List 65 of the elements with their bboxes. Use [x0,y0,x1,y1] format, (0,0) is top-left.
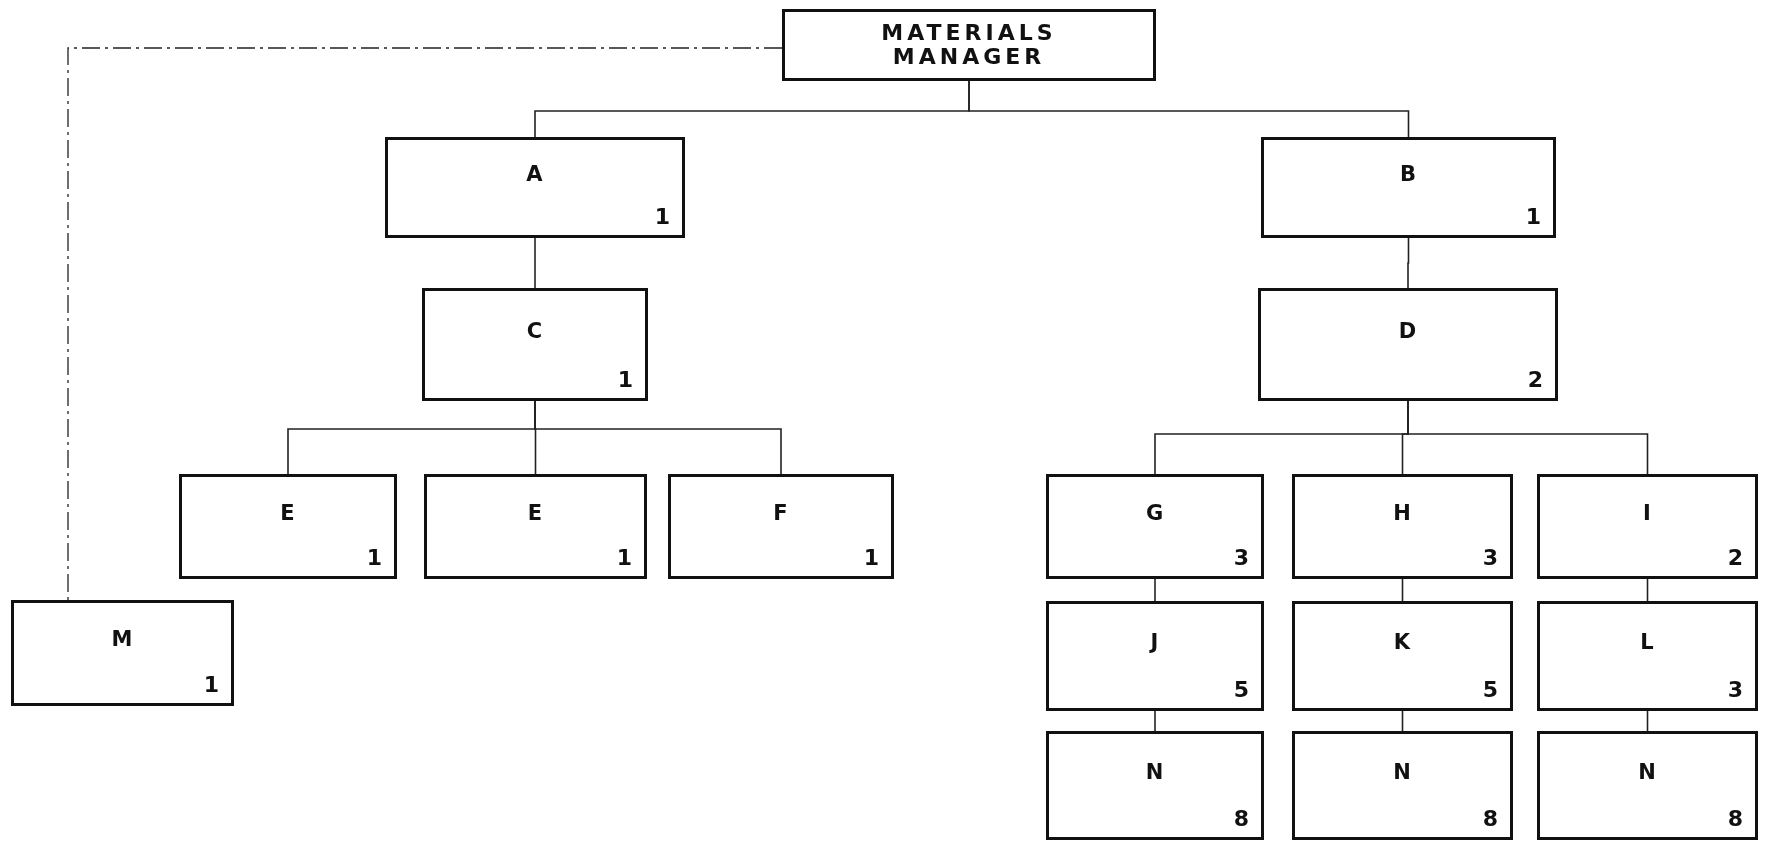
unit-letter: D [1397,318,1419,343]
org-box [1292,474,1513,579]
staff-count: 2 [1727,545,1743,570]
unit-letter: E [526,500,545,525]
unit-letter: B [1399,161,1418,186]
staff-count: 2 [1527,367,1543,392]
org-box [668,474,894,579]
org-box [1292,731,1513,840]
staff-count: 1 [617,367,633,392]
org-box [1046,601,1264,711]
connector-line [1401,710,1404,732]
unit-letter: N [1392,759,1413,784]
unit-letter: F [772,500,790,525]
unit-letter: C [525,318,545,343]
staff-count: 1 [1525,204,1541,229]
staff-count: 5 [1482,677,1498,702]
org-box [782,9,1156,81]
org-box [1537,601,1758,711]
staff-count: 3 [1727,677,1743,702]
connector-line [968,80,1410,138]
org-box [1537,731,1758,840]
org-box [1046,731,1264,840]
unit-letter: L [1639,629,1656,654]
connector-line [1407,400,1649,475]
org-box [1258,288,1558,401]
unit-letter: E [279,500,297,525]
connector-line [1154,710,1156,732]
staff-count: 1 [654,204,670,229]
connector-line [1646,578,1649,602]
connector-line [1407,237,1410,289]
staff-count: 3 [1482,545,1498,570]
unit-letter: K [1392,629,1413,654]
connector-line [67,47,783,601]
org-box [1261,137,1556,238]
org-box [422,288,648,401]
staff-count: 8 [1727,806,1743,831]
connector-line [534,400,782,475]
unit-letter: N [1637,759,1658,784]
org-box [11,600,234,706]
connector-line [534,237,536,289]
org-box [424,474,647,579]
connector-line [1401,578,1404,602]
unit-letter: G [1144,500,1166,525]
staff-count: 1 [366,545,382,570]
staff-count: 1 [616,545,632,570]
staff-count: 8 [1233,806,1249,831]
org-box [1537,474,1758,579]
staff-count: 1 [863,545,879,570]
staff-count: 8 [1482,806,1498,831]
unit-letter: M [110,626,135,651]
unit-letter: H [1392,500,1413,525]
org-box [1292,601,1513,711]
unit-letter: J [1148,629,1161,654]
connector-line [1154,578,1156,602]
org-box [385,137,685,238]
staff-count: 3 [1233,545,1249,570]
unit-letter: N [1144,759,1166,784]
connector-line [1646,710,1649,732]
position-title: MATERIALS MANAGER [880,21,1058,69]
unit-letter: A [525,161,545,186]
org-box [179,474,397,579]
staff-count: 5 [1233,677,1249,702]
org-box [1046,474,1264,579]
unit-letter: I [1642,500,1653,525]
staff-count: 1 [203,672,219,697]
